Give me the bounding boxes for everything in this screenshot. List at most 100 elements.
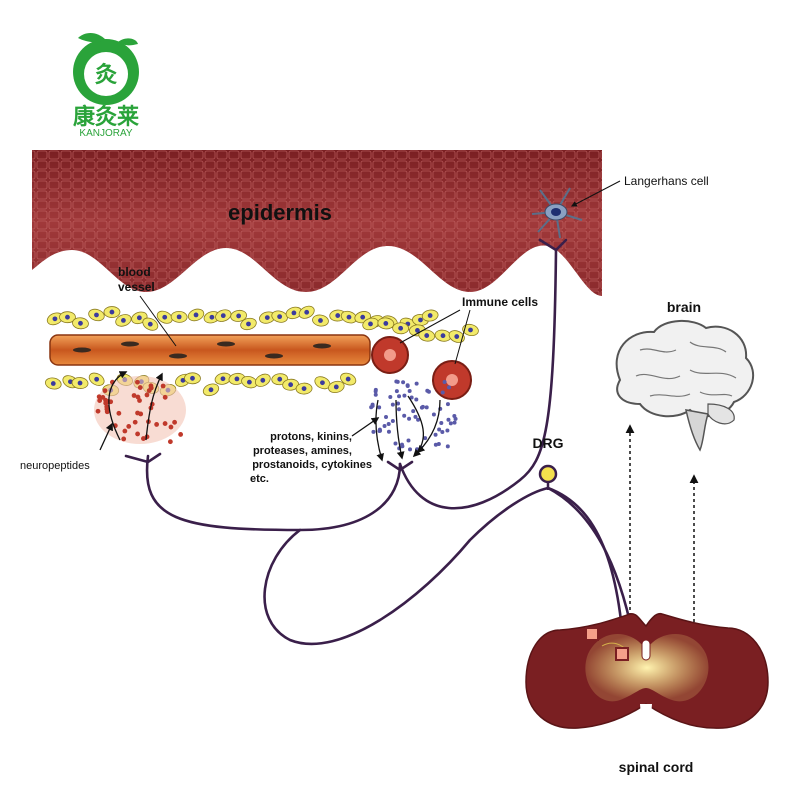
mediator-dot <box>445 444 450 449</box>
mediator-dot <box>386 421 391 426</box>
mediators-label: protons, kinins, proteases, amines, pros… <box>250 431 372 485</box>
neuropeptide-dot <box>131 393 137 398</box>
mediator-dot <box>377 427 382 432</box>
neuropeptide-dot <box>178 432 184 437</box>
dermal-cell <box>241 375 258 389</box>
leaf-apple-logo-icon: 灸 <box>73 33 139 105</box>
dermal-cell <box>228 372 246 385</box>
neuropeptide-dot <box>100 395 106 400</box>
dermal-cell <box>362 317 379 331</box>
dermal-cell <box>298 305 315 319</box>
mediator-dot <box>405 384 410 389</box>
mediator-dot <box>394 389 399 394</box>
mediator-dot <box>437 427 442 432</box>
brand-logo: 灸 康灸莱 KANJORAY <box>73 33 139 139</box>
neuropeptide-dot <box>132 419 138 425</box>
mediator-dot <box>386 429 391 434</box>
neuropeptide-dot <box>162 394 168 400</box>
dermal-cell <box>259 311 276 324</box>
mediators-line-1: protons, kinins, <box>270 431 352 443</box>
neuropeptide-dot <box>141 436 146 441</box>
mediator-dot <box>452 414 457 419</box>
neuropeptide-dot <box>160 383 166 389</box>
neuropeptide-dot <box>146 388 152 394</box>
mediator-dot <box>370 402 375 407</box>
dermal-cell <box>271 310 288 323</box>
mediator-dot <box>400 442 404 447</box>
mediator-dot <box>402 393 407 398</box>
neuropeptide-dot <box>102 388 108 394</box>
mediator-dot <box>408 447 413 452</box>
langerhans-cell: Langerhans cell <box>531 174 709 239</box>
mediator-dot <box>396 401 401 406</box>
dermal-cell <box>46 312 64 326</box>
dermal-cell <box>254 373 271 387</box>
neuropeptide-dot <box>168 424 174 430</box>
immune-cells-label: Immune cells <box>462 295 538 309</box>
mediator-dot <box>382 424 387 429</box>
mediator-dot <box>395 379 400 384</box>
mediator-dot <box>445 402 450 407</box>
mediator-dot <box>390 402 395 407</box>
mediator-particles <box>369 379 458 452</box>
mediator-dot <box>431 412 436 417</box>
mediator-dot <box>397 394 402 399</box>
mediator-dot <box>414 381 419 386</box>
dermal-cell <box>72 317 89 330</box>
dermal-cell <box>282 378 300 391</box>
mediator-dot <box>423 436 428 441</box>
mediator-dot <box>447 385 452 390</box>
dermal-cell <box>462 323 479 337</box>
mediator-dot <box>446 417 451 422</box>
drg-label: DRG <box>532 435 563 451</box>
neuropeptide-dot <box>154 422 160 427</box>
mediator-dot <box>371 429 376 434</box>
mediator-dot <box>396 407 401 412</box>
brain-illustration: brain <box>615 299 755 452</box>
neuropeptide-dot <box>144 392 150 398</box>
mediators-line-4: etc. <box>250 473 269 485</box>
immune-cells: Immune cells <box>371 295 538 400</box>
dermal-cell <box>215 309 232 322</box>
neuropeptide-particles <box>94 376 186 445</box>
dermal-cell <box>59 311 76 324</box>
neuropeptide-dot <box>135 431 140 437</box>
mediator-dot <box>390 418 395 423</box>
brand-name-cn: 康灸莱 <box>73 104 139 129</box>
mediator-dot <box>436 442 441 447</box>
brain-label: brain <box>667 299 701 315</box>
mediator-dot <box>445 428 450 433</box>
dermal-cell <box>214 372 232 385</box>
mediator-dot <box>409 395 414 400</box>
neuropeptide-dot <box>148 383 154 389</box>
dermal-cell <box>340 372 357 386</box>
mediator-dot <box>442 380 447 385</box>
dermal-cell <box>71 377 89 389</box>
spinal-cord-section: spinal cord <box>525 612 769 775</box>
mediator-dot <box>426 389 431 394</box>
mediator-dot <box>401 380 406 385</box>
dermal-cell <box>88 308 105 322</box>
dermal-cell <box>230 309 247 322</box>
mediator-dot <box>407 416 412 421</box>
dermal-cell <box>295 382 313 395</box>
mediator-dot <box>413 414 418 419</box>
epidermis-layer: epidermis <box>32 150 602 296</box>
mediator-dot <box>377 405 382 410</box>
blood-vessel-label-line1: blood <box>118 265 151 279</box>
neuropeptide-dot <box>135 394 141 400</box>
dermal-cell <box>421 309 439 322</box>
mediator-dot <box>416 417 421 422</box>
langerhans-label: Langerhans cell <box>624 174 709 188</box>
dermal-cell <box>377 317 395 330</box>
neuropeptide-dot <box>96 394 102 400</box>
mediator-dot <box>439 420 444 425</box>
dermal-cell <box>103 306 121 318</box>
neuropeptide-dot <box>104 406 110 412</box>
dermal-cell <box>418 329 436 342</box>
mediator-dot <box>414 397 419 402</box>
mediator-dot <box>407 388 412 393</box>
neuropeptide-dot <box>121 436 127 442</box>
mediators-line-2: proteases, amines, <box>253 445 352 457</box>
